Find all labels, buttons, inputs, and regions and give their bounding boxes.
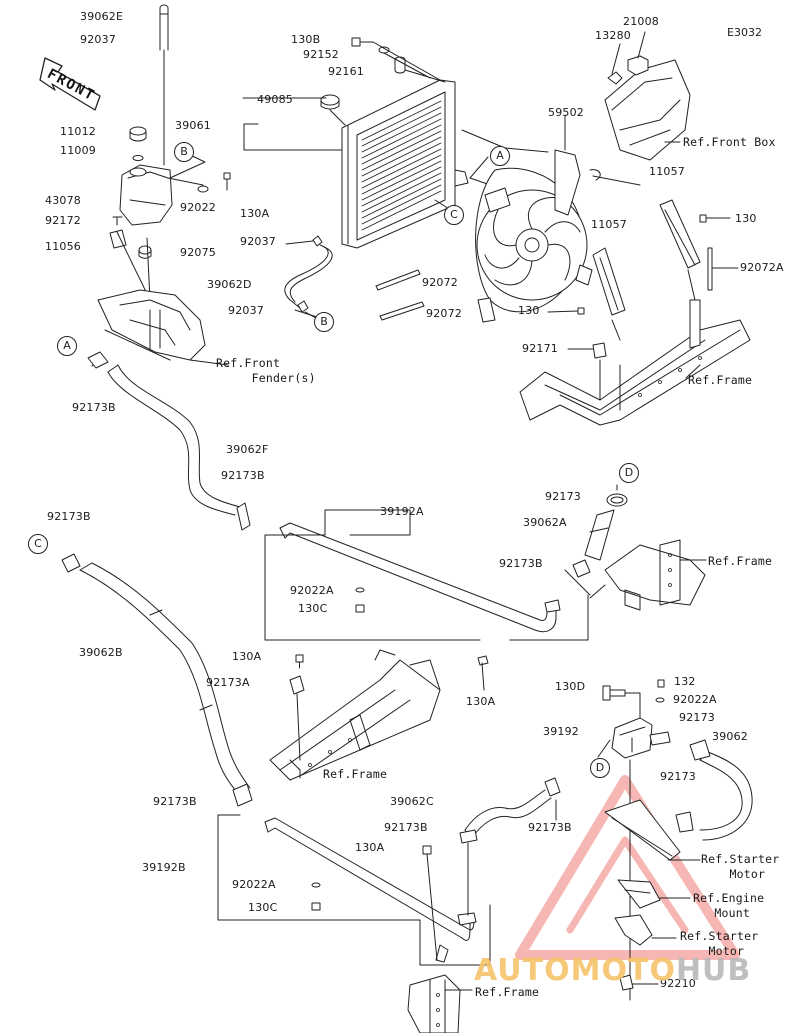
part-label[interactable]: 39062A <box>523 516 567 529</box>
part-label[interactable]: 13280 <box>595 29 631 42</box>
part-label[interactable]: 39192A <box>380 505 424 518</box>
part-label[interactable]: 39062F <box>226 443 269 456</box>
ref-front-fender: Ref.Front Fender(s) <box>216 356 316 385</box>
part-label[interactable]: 130 <box>735 212 757 225</box>
ref-front-box: Ref.Front Box <box>683 135 776 149</box>
callout-b-top: B <box>174 142 194 162</box>
part-label[interactable]: 92172 <box>45 214 81 227</box>
part-label[interactable]: 39062C <box>390 795 434 808</box>
part-label[interactable]: 92075 <box>180 246 216 259</box>
part-label[interactable]: 39062D <box>207 278 252 291</box>
part-label[interactable]: 130B <box>291 33 321 46</box>
callout-c-radiator: C <box>444 205 464 225</box>
ref-engine-mount: Ref.Engine Mount <box>693 891 765 920</box>
part-label[interactable]: 92173B <box>528 821 572 834</box>
part-label[interactable]: 92173B <box>47 510 91 523</box>
watermark-text: AUTOMOTOHUB <box>474 953 751 988</box>
ref-starter-motor-a: Ref.Starter Motor <box>701 852 780 881</box>
part-label[interactable]: 92072 <box>426 307 462 320</box>
part-label[interactable]: 92037 <box>240 235 276 248</box>
ref-frame-top: Ref.Frame <box>688 373 753 387</box>
callout-b-hose: B <box>314 312 334 332</box>
part-label[interactable]: 59502 <box>548 106 584 119</box>
part-label[interactable]: 92022A <box>673 693 717 706</box>
part-label[interactable]: 92210 <box>660 977 696 990</box>
part-label[interactable]: 39062B <box>79 646 123 659</box>
part-label[interactable]: 39192B <box>142 861 186 874</box>
watermark-main: AUTOMOTO <box>474 953 676 988</box>
part-label[interactable]: 92173B <box>384 821 428 834</box>
callout-c-hose: C <box>28 534 48 554</box>
part-label[interactable]: 92022 <box>180 201 216 214</box>
part-label[interactable]: 92173A <box>206 676 250 689</box>
ref-frame-mid: Ref.Frame <box>708 554 773 568</box>
part-label[interactable]: 130A <box>355 841 385 854</box>
watermark-logo-icon <box>515 775 740 960</box>
part-label[interactable]: 39061 <box>175 119 211 132</box>
part-label[interactable]: 11012 <box>60 125 96 138</box>
part-label[interactable]: 92152 <box>303 48 339 61</box>
part-label[interactable]: 39062E <box>80 10 124 23</box>
part-label[interactable]: 92173B <box>72 401 116 414</box>
part-label[interactable]: 92173 <box>545 490 581 503</box>
part-label[interactable]: 92173B <box>221 469 265 482</box>
front-arrow-icon <box>39 57 101 111</box>
part-label[interactable]: 92037 <box>80 33 116 46</box>
part-label[interactable]: 92022A <box>232 878 276 891</box>
watermark-suffix: HUB <box>675 953 752 988</box>
part-label[interactable]: 132 <box>674 675 696 688</box>
part-label[interactable]: 92173B <box>499 557 543 570</box>
callout-a-radiator: A <box>490 146 510 166</box>
part-label[interactable]: 92072A <box>740 261 784 274</box>
part-label[interactable]: 130A <box>232 650 262 663</box>
part-label[interactable]: 21008 <box>623 15 659 28</box>
part-label[interactable]: 49085 <box>257 93 293 106</box>
part-label[interactable]: 92037 <box>228 304 264 317</box>
part-label[interactable]: 11056 <box>45 240 81 253</box>
callout-a-hose: A <box>57 336 77 356</box>
ref-frame-low: Ref.Frame <box>323 767 388 781</box>
part-label[interactable]: 92161 <box>328 65 364 78</box>
part-label[interactable]: 92171 <box>522 342 558 355</box>
ref-starter-motor-b: Ref.Starter Motor <box>680 929 759 958</box>
part-label[interactable]: 130D <box>555 680 586 693</box>
part-label[interactable]: 92173 <box>679 711 715 724</box>
part-label[interactable]: 92173B <box>153 795 197 808</box>
part-label[interactable]: 39192 <box>543 725 579 738</box>
part-label[interactable]: 92173 <box>660 770 696 783</box>
part-label[interactable]: 92022A <box>290 584 334 597</box>
ref-frame-bottom: Ref.Frame <box>475 985 540 999</box>
part-label[interactable]: 130 <box>518 304 540 317</box>
part-label[interactable]: 11057 <box>649 165 685 178</box>
part-label[interactable]: 130C <box>298 602 328 615</box>
diagram-code: E3032 <box>727 26 762 39</box>
part-label[interactable]: 11009 <box>60 144 96 157</box>
part-label[interactable]: 39062 <box>712 730 748 743</box>
part-label[interactable]: 11057 <box>591 218 627 231</box>
callout-d-hose: D <box>619 463 639 483</box>
part-label[interactable]: 130C <box>248 901 278 914</box>
part-label[interactable]: 130A <box>240 207 270 220</box>
part-label[interactable]: 130A <box>466 695 496 708</box>
part-label[interactable]: 43078 <box>45 194 81 207</box>
callout-d-bracket: D <box>590 758 610 778</box>
part-label[interactable]: 92072 <box>422 276 458 289</box>
